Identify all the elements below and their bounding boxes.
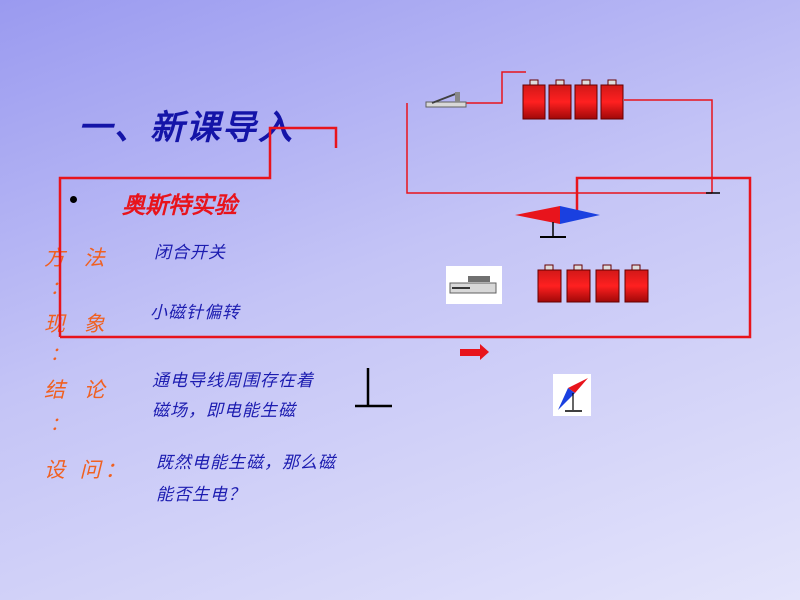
phenomenon-colon: ：: [50, 344, 68, 365]
question-text-line2: 能否生电？: [156, 485, 246, 505]
question-text-line1: 既然电能生磁，那么磁: [156, 453, 336, 473]
arrow-right-icon: [460, 344, 489, 360]
method-text: 闭合开关: [154, 243, 226, 263]
method-label: 方 法: [44, 246, 111, 270]
conclusion-text-line2: 磁场，即电能生磁: [152, 401, 296, 421]
compass-icon: [553, 374, 591, 416]
lower-switch-icon: [446, 266, 502, 304]
experiment-subtitle: 奥斯特实验: [122, 192, 237, 219]
compass-needle-icon: [515, 206, 600, 238]
main-circuit: [58, 126, 752, 339]
question-label: 设 问：: [44, 458, 130, 482]
upper-switch-icon: [425, 92, 467, 108]
bullet-icon: [70, 196, 77, 203]
conclusion-text-line1: 通电导线周围存在着: [152, 371, 314, 391]
phenomenon-label: 现 象: [44, 312, 111, 336]
stand-icon: [355, 368, 392, 408]
upper-circuit: [406, 71, 713, 194]
page-title: 一、新课导入: [78, 108, 294, 148]
conclusion-label: 结 论: [44, 378, 111, 402]
lower-battery-icon: [537, 264, 649, 303]
conclusion-colon: ：: [50, 414, 68, 435]
phenomenon-text: 小磁针偏转: [150, 303, 240, 323]
upper-battery-icon: [522, 79, 624, 120]
